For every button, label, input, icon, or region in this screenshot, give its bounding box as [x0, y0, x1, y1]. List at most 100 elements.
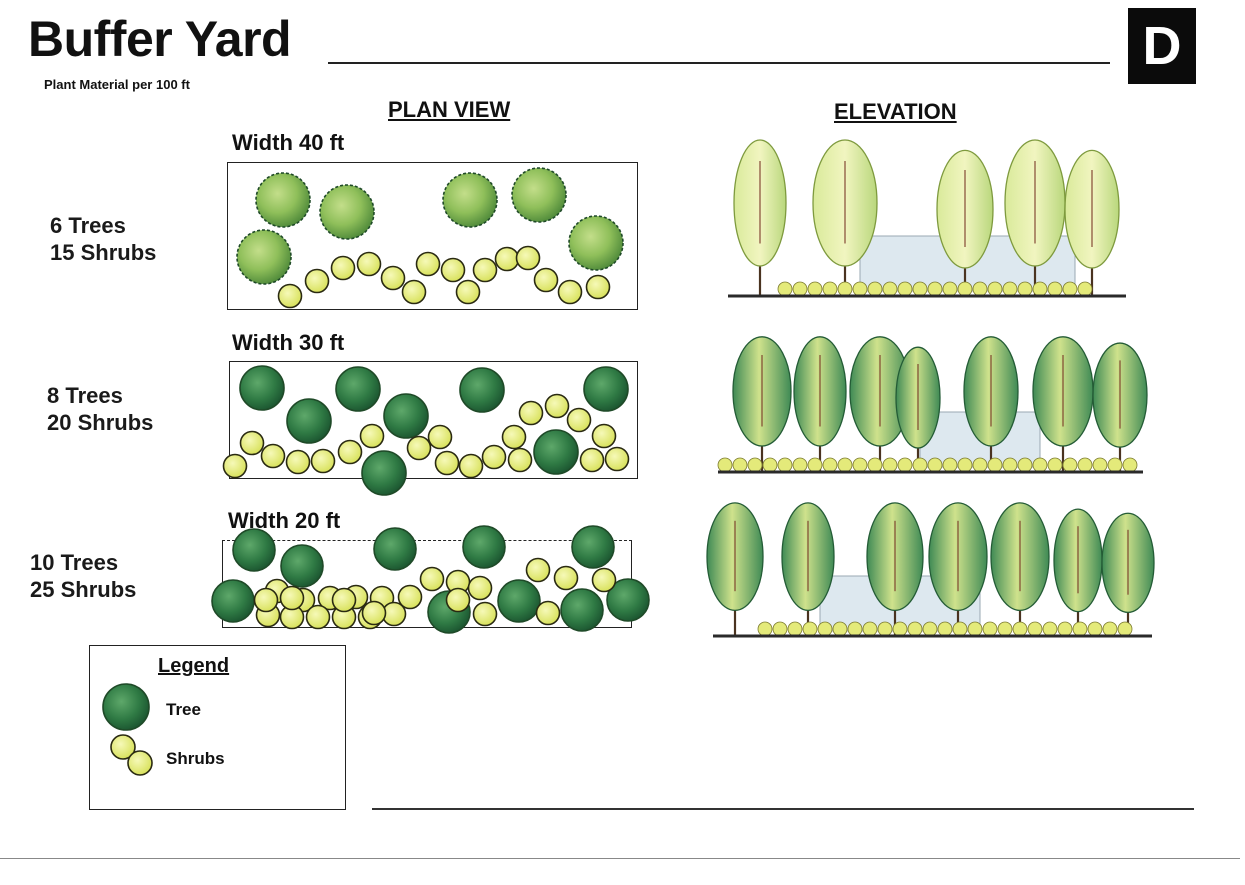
- elevation-shrub: [937, 621, 953, 637]
- elevation-shrub: [867, 281, 883, 297]
- elevation-shrub: [997, 621, 1013, 637]
- elevation-tree: [990, 502, 1050, 636]
- elevation-shrub: [837, 457, 853, 473]
- elevation-shrub: [897, 281, 913, 297]
- elevation-shrub: [942, 281, 958, 297]
- shrubs-count: 25 Shrubs: [30, 577, 137, 602]
- elevation-shrub: [942, 457, 958, 473]
- elevation-shrub: [802, 621, 818, 637]
- elevation-shrub: [732, 457, 748, 473]
- legend-tree-label: Tree: [166, 700, 201, 719]
- tree-symbol: [211, 579, 255, 623]
- shrub-symbol: [305, 604, 331, 630]
- elevation-shrub: [927, 457, 943, 473]
- trees-count: 10 Trees: [30, 550, 119, 575]
- tree-symbol: [560, 588, 604, 632]
- tree-symbol: [280, 544, 324, 588]
- count-label-40: 6 Trees 15 Shrubs: [50, 212, 156, 266]
- shrub-symbol: [253, 587, 279, 613]
- page-footer-rule: [0, 858, 1240, 859]
- shrub-symbol: [501, 424, 527, 450]
- width-label-20: Width 20 ft: [228, 508, 341, 533]
- elevation-shrub: [1002, 281, 1018, 297]
- elevation-shrub: [1032, 457, 1048, 473]
- elevation-tree: [866, 502, 924, 636]
- elevation-shrub: [1062, 281, 1078, 297]
- elevation-shrub: [877, 621, 893, 637]
- elevation-shrub: [792, 457, 808, 473]
- shrub-symbol: [455, 279, 481, 305]
- shrub-symbol: [494, 246, 520, 272]
- elevation-tree: [733, 139, 787, 296]
- shrub-symbol: [304, 268, 330, 294]
- elevation-shrub: [1077, 457, 1093, 473]
- shrub-symbol: [401, 279, 427, 305]
- count-label-20: 10 Trees 25 Shrubs: [30, 549, 136, 603]
- elevation-shrub: [1047, 457, 1063, 473]
- elevation-shrub: [922, 621, 938, 637]
- shrub-symbol: [518, 400, 544, 426]
- elevation-shrub: [852, 281, 868, 297]
- elevation-shrub: [957, 457, 973, 473]
- elevation-shrub: [762, 457, 778, 473]
- shrub-symbol: [481, 444, 507, 470]
- shrub-symbol: [472, 257, 498, 283]
- tree-symbol: [583, 366, 629, 412]
- elevation-shrub: [822, 457, 838, 473]
- shrub-symbol: [279, 585, 305, 611]
- tree-symbol: [383, 393, 429, 439]
- elevation-shrub: [1002, 457, 1018, 473]
- elevation-shrub: [882, 457, 898, 473]
- elevation-shrub: [847, 621, 863, 637]
- trees-count: 6 Trees: [50, 213, 126, 238]
- tree-symbol: [442, 172, 498, 228]
- tree-symbol: [571, 525, 615, 569]
- elevation-shrub: [862, 621, 878, 637]
- elevation-shrub: [987, 457, 1003, 473]
- tree-symbol: [511, 167, 567, 223]
- shrub-symbol: [579, 447, 605, 473]
- shrub-symbol: [406, 435, 432, 461]
- elevation-shrub: [1107, 457, 1123, 473]
- elevation-shrub: [907, 621, 923, 637]
- shrub-symbol: [285, 449, 311, 475]
- elevation-shrub: [972, 281, 988, 297]
- elevation-shrub: [807, 281, 823, 297]
- elevation-shrub: [717, 457, 733, 473]
- elevation-tree: [1053, 508, 1103, 636]
- elevation-shrub: [1057, 621, 1073, 637]
- shrub-symbol: [310, 448, 336, 474]
- tree-symbol: [319, 184, 375, 240]
- elevation-shrub: [1017, 457, 1033, 473]
- elevation-shrub: [1087, 621, 1103, 637]
- elevation-shrub: [817, 621, 833, 637]
- shrub-symbol: [260, 443, 286, 469]
- elevation-shrub: [1062, 457, 1078, 473]
- elevation-tree: [1004, 139, 1066, 296]
- shrub-symbol: [380, 265, 406, 291]
- elevation-shrub: [832, 621, 848, 637]
- shrub-symbol: [440, 257, 466, 283]
- shrub-symbol: [337, 439, 363, 465]
- elevation-shrub: [957, 281, 973, 297]
- shrub-symbol: [361, 600, 387, 626]
- shrub-symbol: [591, 423, 617, 449]
- elevation-shrub: [867, 457, 883, 473]
- tree-symbol: [286, 398, 332, 444]
- tree-symbol: [462, 525, 506, 569]
- elevation-tree: [1092, 342, 1148, 472]
- legend-box: [89, 645, 346, 810]
- elevation-shrub: [837, 281, 853, 297]
- shrub-symbol: [591, 567, 617, 593]
- plan-view-heading: PLAN VIEW: [388, 97, 511, 122]
- elevation-shrub: [1017, 281, 1033, 297]
- shrub-symbol: [544, 393, 570, 419]
- shrub-symbol: [222, 453, 248, 479]
- shrub-symbol: [604, 446, 630, 472]
- elevation-shrub: [777, 457, 793, 473]
- elevation-shrub: [987, 281, 1003, 297]
- elevation-shrub: [912, 281, 928, 297]
- legend-shrub-icon: [110, 734, 136, 760]
- page-title: Buffer Yard: [28, 11, 292, 67]
- bottom-rule: [372, 808, 1194, 810]
